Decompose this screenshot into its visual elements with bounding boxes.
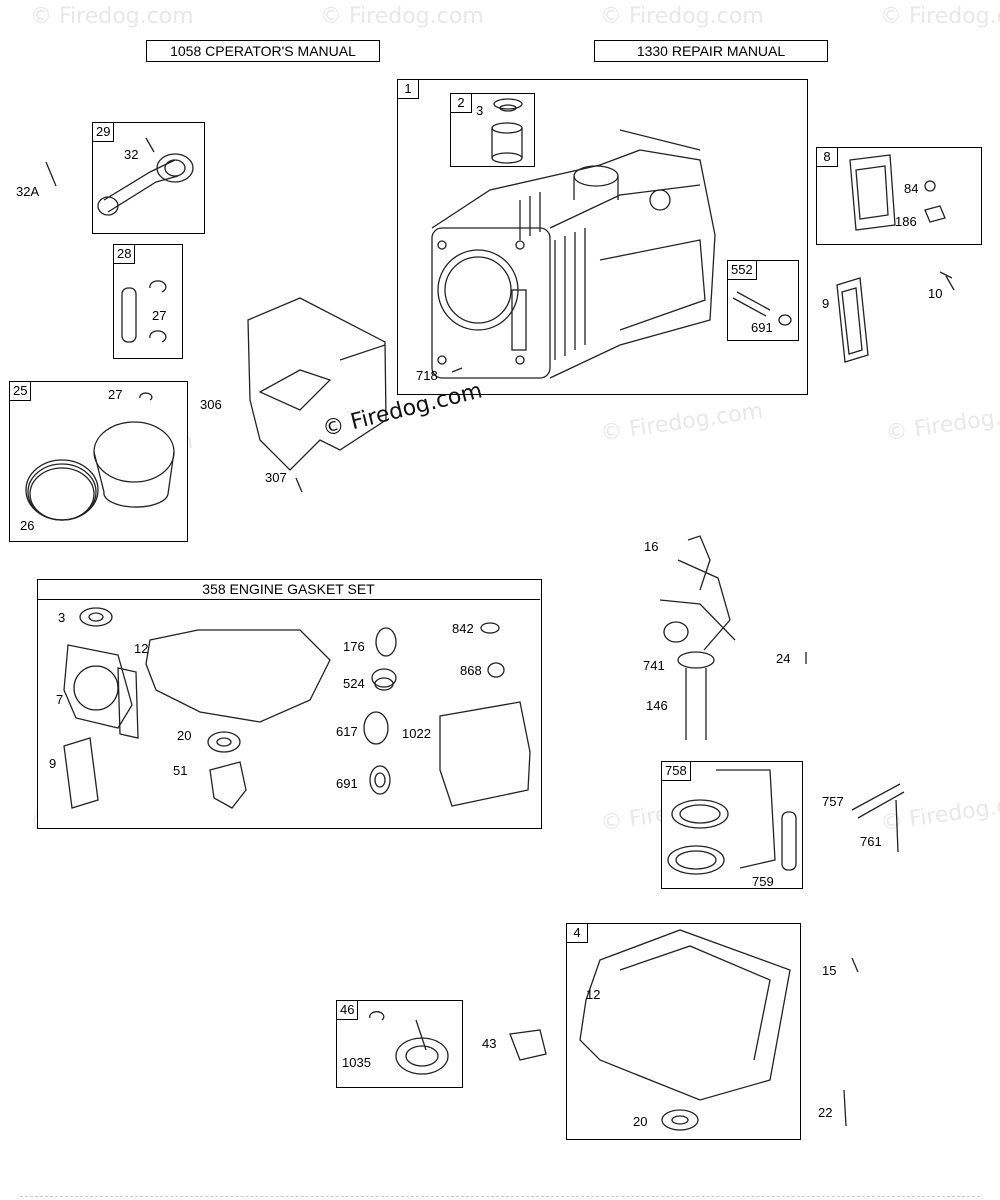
breather-drawing	[849, 154, 946, 231]
camshaft-drawing	[369, 1011, 449, 1075]
gasket-set-drawing	[63, 607, 531, 809]
operators-manual-label[interactable]: 1058 CPERATOR'S MANUAL	[146, 40, 380, 62]
watermark: © Firedog.com	[880, 4, 1000, 29]
part-label[interactable]: 12	[134, 641, 149, 656]
governor-43-drawing	[509, 1029, 547, 1061]
breather-box[interactable]: 8	[816, 147, 982, 245]
part-label[interactable]: 7	[56, 692, 64, 707]
pin-drawing	[732, 291, 792, 326]
piston-drawing	[25, 392, 175, 521]
gasket-set-box[interactable]	[37, 579, 542, 829]
part-label[interactable]: 24	[776, 651, 791, 666]
rocker-drawing	[851, 783, 905, 819]
watermark: © Firedog.com	[600, 4, 764, 29]
part-label[interactable]: 27	[108, 387, 123, 402]
piston-pin-box[interactable]: 28	[113, 244, 183, 359]
part-label[interactable]: 718	[416, 368, 438, 383]
bearing-drawing	[667, 769, 797, 875]
box-tag: 2	[451, 94, 472, 113]
part-label[interactable]: 51	[173, 763, 188, 778]
watermark: © Firedog.com	[320, 4, 484, 29]
piston-pin-drawing	[121, 280, 167, 343]
part-label[interactable]: 26	[20, 518, 35, 533]
part-label[interactable]: 741	[643, 658, 665, 673]
part-label[interactable]: 186	[895, 214, 917, 229]
part-label[interactable]: 691	[336, 776, 358, 791]
camshaft-box[interactable]: 46	[336, 1000, 463, 1088]
part-label[interactable]: 16	[644, 539, 659, 554]
cylinder-block-drawing	[431, 129, 716, 379]
bolt-22-drawing	[843, 1089, 847, 1127]
part-label[interactable]: 20	[177, 728, 192, 743]
part-label[interactable]: 32A	[16, 184, 40, 199]
sump-drawing	[579, 929, 791, 1131]
box-tag: 29	[93, 123, 115, 142]
pin-box[interactable]: 552	[727, 260, 799, 341]
part-label[interactable]: 22	[818, 1105, 833, 1120]
connecting-rod-box[interactable]: 29	[92, 122, 205, 234]
sleeve-drawing	[491, 98, 523, 164]
conrod-drawing	[45, 137, 194, 216]
sump-box[interactable]: 4	[566, 923, 801, 1140]
part-label[interactable]: 759	[752, 874, 774, 889]
box-tag: 8	[817, 148, 838, 167]
gasket-9-drawing	[836, 277, 869, 363]
box-tag: 46	[337, 1001, 359, 1020]
cover-306-drawing	[247, 297, 387, 493]
part-label[interactable]: 524	[343, 676, 365, 691]
part-label[interactable]: 176	[343, 639, 365, 654]
bolt-10-drawing	[939, 271, 955, 291]
part-label[interactable]: 12	[586, 987, 601, 1002]
box-tag: 1	[398, 80, 419, 99]
part-label[interactable]: 9	[822, 296, 830, 311]
part-label[interactable]: 10	[928, 286, 943, 301]
box-tag: 552	[728, 261, 757, 280]
part-label[interactable]: 3	[476, 103, 484, 118]
part-label[interactable]: 84	[904, 181, 919, 196]
part-label[interactable]: 32	[124, 147, 139, 162]
plug-15-drawing	[851, 957, 859, 973]
watermark: © Firedog.com	[30, 4, 194, 29]
box-tag: 28	[114, 245, 136, 264]
part-label[interactable]: 146	[646, 698, 668, 713]
box-tag: 4	[567, 924, 588, 943]
part-label[interactable]: 761	[860, 834, 882, 849]
part-label[interactable]: 20	[633, 1114, 648, 1129]
part-label[interactable]: 842	[452, 621, 474, 636]
part-label[interactable]: 9	[49, 756, 57, 771]
part-label[interactable]: 617	[336, 724, 358, 739]
gasket-set-title: 358 ENGINE GASKET SET	[37, 579, 540, 600]
crankshaft-drawing	[659, 535, 807, 740]
part-label[interactable]: 15	[822, 963, 837, 978]
part-label[interactable]: 306	[200, 397, 222, 412]
part-label[interactable]: 3	[58, 610, 66, 625]
piston-box[interactable]: 25	[9, 381, 188, 542]
footer-divider	[20, 1196, 980, 1198]
part-label[interactable]: 868	[460, 663, 482, 678]
part-label[interactable]: 27	[152, 308, 167, 323]
part-label[interactable]: 691	[751, 320, 773, 335]
part-label[interactable]: 1035	[342, 1055, 371, 1070]
pushrod-drawing	[895, 799, 899, 853]
box-tag: 758	[662, 762, 691, 781]
repair-manual-label[interactable]: 1330 REPAIR MANUAL	[594, 40, 828, 62]
part-label[interactable]: 307	[265, 470, 287, 485]
part-label[interactable]: 757	[822, 794, 844, 809]
part-label[interactable]: 1022	[402, 726, 431, 741]
box-tag: 25	[10, 382, 32, 401]
part-label[interactable]: 43	[482, 1036, 497, 1051]
